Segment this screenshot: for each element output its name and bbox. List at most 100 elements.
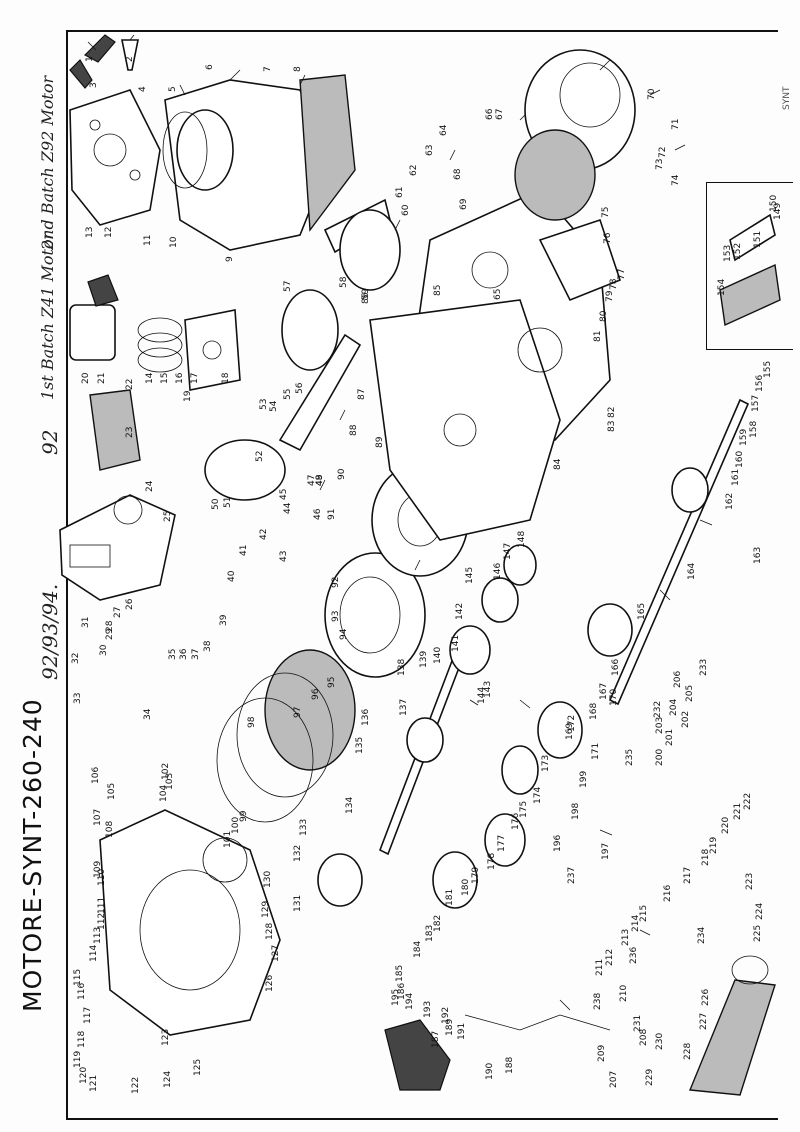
- callout-number: 107: [93, 809, 103, 826]
- callout-number: 168: [589, 703, 599, 720]
- callout-number: 87: [357, 389, 367, 400]
- callout-number: 93: [331, 611, 341, 622]
- callout-number: 118: [77, 1031, 87, 1048]
- callout-number: 108: [105, 821, 115, 838]
- callout-number: 21: [97, 373, 107, 384]
- callout-number: 45: [279, 489, 289, 500]
- callout-number: 79: [605, 290, 615, 302]
- callout-number: 164: [687, 563, 697, 580]
- crankshaft-drawing: [204, 198, 401, 501]
- callout-number: 129: [261, 901, 271, 918]
- callout-number: 223: [745, 873, 755, 890]
- callout-number: 49: [315, 474, 325, 486]
- callout-number: 88: [349, 424, 359, 436]
- callout-number: 232: [653, 701, 663, 718]
- stud-drawing: [121, 39, 139, 71]
- callout-number: 74: [671, 174, 681, 186]
- callout-number: 212: [605, 949, 615, 966]
- callout-number: 109: [93, 861, 103, 878]
- callout-number: 19: [183, 390, 193, 402]
- callout-number: 184: [413, 941, 423, 958]
- callout-number: 133: [299, 819, 309, 836]
- callout-number: 78: [609, 278, 619, 290]
- callout-number: 77: [617, 269, 627, 280]
- callout-number: 72: [658, 147, 668, 158]
- callout-number: 119: [73, 1051, 83, 1068]
- callout-number: 198: [571, 803, 581, 820]
- callout-number: 52: [255, 451, 265, 462]
- gearbox-shaft-drawing: [432, 398, 750, 909]
- callout-number: 195: [391, 989, 401, 1006]
- callout-number: 61: [395, 187, 405, 198]
- callout-number: 144: [477, 687, 487, 704]
- callout-number: 224: [755, 903, 765, 920]
- callout-number: 188: [505, 1057, 515, 1074]
- callout-number: 102: [161, 763, 171, 780]
- callout-number: 201: [665, 729, 675, 746]
- callout-number: 176: [511, 813, 521, 830]
- callout-number: 165: [637, 603, 647, 620]
- callout-number: 205: [685, 685, 695, 702]
- callout-number: 55: [283, 389, 293, 400]
- callout-number: 46: [313, 508, 323, 520]
- callout-number: 213: [621, 929, 631, 946]
- clutch-basket-drawing: [324, 552, 426, 678]
- spark-plug-drawing: [69, 34, 116, 89]
- callout-number: 11: [143, 235, 153, 246]
- callout-number: 56: [295, 382, 305, 394]
- callout-number: 206: [673, 671, 683, 688]
- callout-number: 34: [143, 708, 153, 720]
- callout-number: 97: [293, 707, 303, 718]
- callout-number: 41: [239, 545, 249, 556]
- callout-number: 99: [239, 810, 249, 822]
- callout-number: 86: [361, 292, 371, 304]
- callout-number: 196: [553, 835, 563, 852]
- callout-number: 178: [487, 853, 497, 870]
- callout-number: 161: [731, 469, 741, 486]
- callout-number: 166: [611, 659, 621, 676]
- callout-number: 112: [97, 913, 107, 930]
- magneto-drawing: [514, 49, 636, 221]
- callout-number: 215: [639, 905, 649, 922]
- callout-number: 68: [453, 168, 463, 180]
- callout-number: 126: [265, 975, 275, 992]
- callout-number: 62: [409, 165, 419, 176]
- callout-number: 210: [619, 985, 629, 1002]
- callout-number: 146: [493, 563, 503, 580]
- callout-number: 140: [433, 647, 443, 664]
- callout-number: 169: [565, 723, 575, 740]
- callout-number: 125: [193, 1059, 203, 1076]
- callout-number: 83: [607, 421, 617, 432]
- callout-number: 85: [433, 285, 443, 296]
- callout-number: 155: [763, 361, 773, 378]
- callout-number: 174: [533, 787, 543, 804]
- callout-number: 120: [79, 1067, 89, 1084]
- callout-number: 225: [753, 925, 763, 942]
- callout-number: 142: [455, 603, 465, 620]
- callout-number: 158: [749, 421, 759, 438]
- callout-number: 152: [733, 243, 743, 260]
- piston-rings-drawing: [137, 317, 183, 373]
- callout-number: 73: [655, 159, 665, 170]
- callout-number: 185: [395, 965, 405, 982]
- callout-number: 148: [517, 531, 527, 548]
- callout-number: 124: [163, 1071, 173, 1088]
- callout-number: 182: [433, 915, 443, 932]
- callout-number: 156: [755, 375, 765, 392]
- callout-number: 231: [633, 1015, 643, 1032]
- callout-number: 154: [717, 279, 727, 296]
- callout-number: 6: [205, 64, 215, 70]
- callout-number: 162: [725, 493, 735, 510]
- callout-number: 230: [655, 1033, 665, 1050]
- callout-number: 208: [639, 1029, 649, 1046]
- callout-number: 40: [227, 570, 237, 582]
- callout-number: 16: [175, 372, 185, 384]
- callout-number: 106: [91, 767, 101, 784]
- callout-number: 42: [259, 529, 269, 540]
- callout-number: 84: [553, 458, 563, 470]
- cylinder-head-drawing: [69, 89, 161, 226]
- callout-number: 237: [567, 867, 577, 884]
- callout-number: 136: [361, 709, 371, 726]
- callout-number: 227: [699, 1013, 709, 1030]
- callout-number: 137: [399, 699, 409, 716]
